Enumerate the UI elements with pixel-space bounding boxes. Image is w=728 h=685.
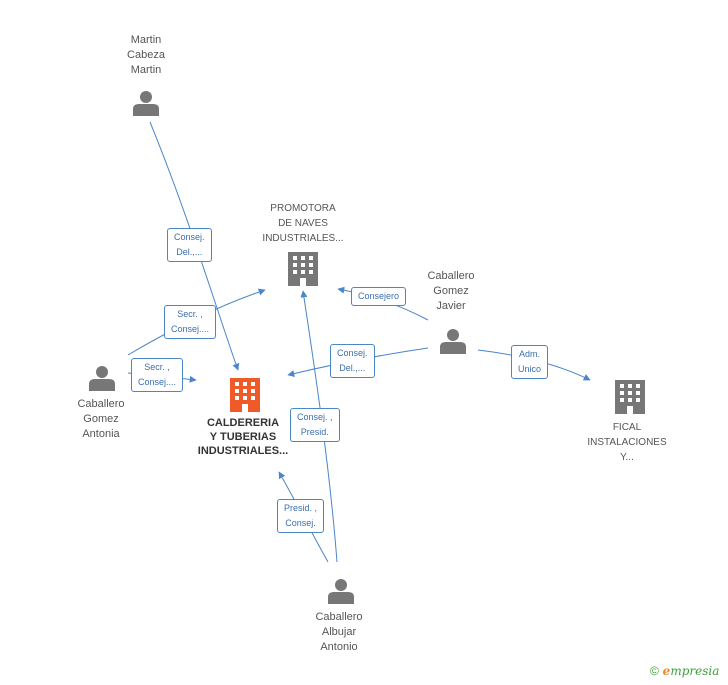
building-icon[interactable] — [230, 378, 260, 412]
node-label-line: INDUSTRIALES... — [197, 445, 289, 457]
edge-label-line: Consej.... — [138, 377, 177, 387]
person-icon[interactable] — [89, 366, 115, 391]
node-label-antonia[interactable]: Caballero Gomez Antonia — [66, 397, 136, 442]
node-label-line: CALDERERIA — [206, 417, 280, 429]
edge-label-line: Secr. , — [144, 362, 170, 372]
building-icon[interactable] — [615, 380, 645, 414]
brand-logo-text: mpresia — [670, 664, 720, 678]
edge-label-martin-caldereria: Consej. Del.,... — [167, 228, 212, 262]
edge-label-line: Del.,... — [339, 363, 366, 373]
node-label-line: Antonia — [82, 428, 120, 440]
node-label-line: Caballero — [427, 270, 475, 282]
node-label-line: FICAL — [612, 422, 642, 433]
edge-label-javier-fical: Adm. Unico — [511, 345, 549, 379]
edge-label-line: Presid. , — [284, 503, 318, 513]
edge-label-line: Consej. — [174, 232, 205, 242]
edge-label-albujar-promotora: Consej. , Presid. — [290, 408, 340, 442]
person-icon[interactable] — [440, 329, 466, 354]
node-label-line: DE NAVES — [278, 218, 328, 229]
node-label-line: PROMOTORA — [270, 203, 336, 214]
node-label-line: Caballero — [77, 398, 125, 410]
brand-footer[interactable]: © empresia — [650, 664, 719, 678]
node-label-line: Martin — [130, 64, 162, 76]
node-label-line: Cabeza — [127, 49, 165, 61]
node-label-line: Martin — [130, 34, 162, 46]
node-label-line: INDUSTRIALES... — [262, 233, 344, 244]
node-label-martin[interactable]: Martin Cabeza Martin — [116, 33, 176, 78]
node-label-fical[interactable]: FICAL INSTALACIONES Y... — [577, 420, 677, 465]
edge-label-line: Consej. , — [297, 412, 333, 422]
node-label-line: Albujar — [321, 626, 357, 638]
node-label-caldereria[interactable]: CALDERERIA Y TUBERIAS INDUSTRIALES... — [188, 416, 298, 458]
edge-label-line: Presid. — [300, 427, 329, 437]
person-icon[interactable] — [328, 579, 354, 604]
edge-label-antonia-promotora: Secr. , Consej.... — [164, 305, 217, 339]
node-label-albujar[interactable]: Caballero Albujar Antonio — [304, 610, 374, 655]
edge-label-albujar-caldereria: Presid. , Consej. — [277, 499, 325, 533]
edge-label-line: Adm. — [519, 349, 541, 359]
edge-label-javier-promotora: Consejero — [351, 287, 407, 306]
node-label-line: Gomez — [433, 285, 469, 297]
brand-logo-e: e — [662, 664, 671, 678]
edge-label-line: Consej.... — [171, 324, 210, 334]
edge-label-antonia-caldereria: Secr. , Consej.... — [131, 358, 184, 392]
node-label-line: Caballero — [315, 611, 363, 623]
person-icon[interactable] — [133, 91, 159, 116]
node-label-line: Y... — [620, 452, 634, 463]
node-label-line: INSTALACIONES — [587, 437, 667, 448]
edge-martin-caldereria — [149, 121, 240, 371]
edge-label-line: Consej. — [285, 518, 316, 528]
node-label-line: Antonio — [320, 641, 358, 653]
node-label-line: Javier — [436, 300, 466, 312]
building-icon[interactable] — [288, 252, 318, 286]
node-label-promotora[interactable]: PROMOTORA DE NAVES INDUSTRIALES... — [248, 201, 358, 246]
copyright-symbol: © — [650, 664, 659, 678]
edge-label-line: Unico — [518, 364, 542, 374]
edge-label-line: Consejero — [358, 291, 400, 301]
node-label-line: Gomez — [83, 413, 119, 425]
edge-label-line: Secr. , — [177, 309, 203, 319]
edge-label-line: Consej. — [337, 348, 368, 358]
edge-label-line: Del.,... — [176, 247, 203, 257]
node-label-line: Y TUBERIAS — [209, 431, 277, 443]
edge-label-javier-caldereria: Consej. Del.,... — [330, 344, 375, 378]
node-label-javier[interactable]: Caballero Gomez Javier — [416, 269, 486, 314]
